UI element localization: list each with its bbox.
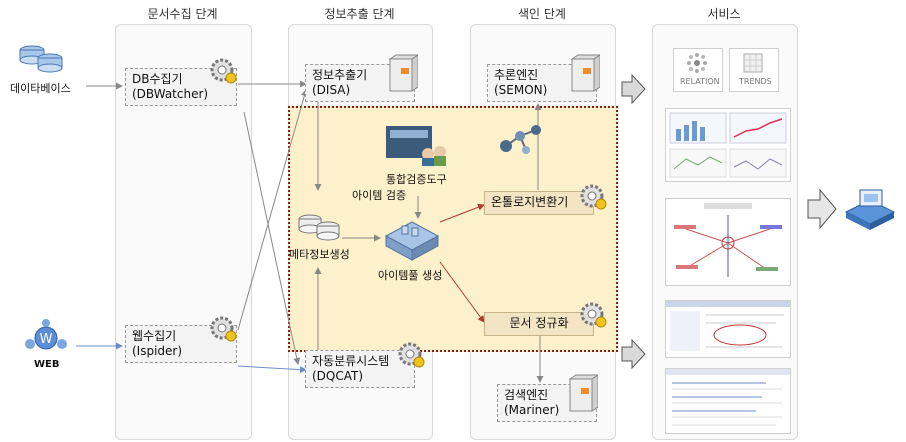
gear-icon: [210, 58, 237, 84]
chart-service-screenshot[interactable]: [665, 108, 791, 182]
validation-tool-icon: [386, 126, 446, 166]
gear-icon: [210, 316, 237, 342]
block-arrow-service-to-user: [807, 188, 837, 230]
itempool-gen-label: 아이템풀 생성: [378, 269, 443, 282]
web-icon: W: [25, 319, 67, 350]
lane-title-extract: 정보추출 단계: [324, 7, 395, 21]
dqcat-name: 자동분류시스템: [312, 354, 390, 368]
block-arrow-semon-to-service: [621, 73, 646, 105]
item-validation-label: 아이템 검증: [352, 189, 407, 202]
gear-icon: [580, 302, 607, 328]
arrow-itempool-to-normalize: [439, 261, 485, 323]
disa-code: (DISA): [312, 83, 351, 97]
network-thumbnail-graphic: [674, 203, 782, 277]
dbwatcher-name: DB수집기: [132, 72, 183, 86]
trends-icon: [743, 53, 763, 73]
chart-thumbnail-graphic: [669, 112, 787, 178]
document-thumbnail-graphic: [666, 301, 790, 351]
semon-name: 추론엔진: [494, 68, 539, 82]
arrow-ispider-to-dqcat: [237, 365, 307, 374]
relation-icon: [687, 53, 707, 73]
server-icon: [570, 54, 600, 92]
dqcat-code: (DQCAT): [312, 369, 364, 383]
user-computer-icon: [844, 189, 896, 230]
semon-code: (SEMON): [494, 83, 548, 97]
network-service-screenshot[interactable]: [665, 198, 791, 286]
disa-name: 정보추출기: [312, 68, 368, 82]
dqcat-box: 자동분류시스템 (DQCAT): [305, 350, 415, 388]
dbwatcher-code: (DBWatcher): [132, 87, 209, 101]
block-arrow-normalize-to-service: [621, 338, 646, 370]
lane-title-collect: 문서수집 단계: [147, 7, 218, 21]
server-icon: [568, 374, 598, 412]
metadata-db-icon: [298, 214, 340, 241]
arrow-itempool-to-ontology: [439, 203, 485, 223]
ontology-converter-box: 온톨로지변환기: [484, 191, 594, 215]
validation-tool-label: 통합검증도구: [386, 173, 447, 186]
mariner-name: 검색엔진: [504, 388, 549, 402]
lane-title-service: 서비스: [707, 7, 741, 21]
svg-text:W: W: [40, 332, 53, 347]
search-results-thumbnail-graphic: [666, 369, 790, 426]
database-label: 데이타베이스: [10, 82, 71, 95]
relation-label: RELATION: [680, 77, 720, 86]
web-label: WEB: [34, 359, 60, 370]
search-results-screenshot[interactable]: [665, 368, 791, 434]
normalize-box: 문서 정규화: [484, 312, 594, 336]
itempool-icon: [384, 221, 440, 261]
metadata-gen-label: 메타정보생성: [289, 248, 350, 261]
mariner-code: (Mariner): [504, 403, 560, 417]
gear-icon: [398, 342, 425, 368]
molecule-icon: [500, 125, 541, 154]
document-service-screenshot[interactable]: [665, 300, 791, 358]
mariner-box: 검색엔진 (Mariner): [497, 384, 597, 422]
gear-icon: [580, 184, 607, 210]
database-icon: [19, 45, 63, 73]
ispider-name: 웹수집기: [132, 329, 177, 343]
trends-label: TRENDS: [739, 77, 772, 86]
lane-title-index: 색인 단계: [518, 7, 566, 21]
processing-highlight-region: [288, 106, 618, 352]
arrow-dbwatcher-to-dqcat: [243, 111, 301, 365]
server-icon: [388, 54, 418, 92]
arrow-ispider-to-disa: [237, 89, 308, 331]
ispider-code: (Ispider): [132, 344, 183, 358]
